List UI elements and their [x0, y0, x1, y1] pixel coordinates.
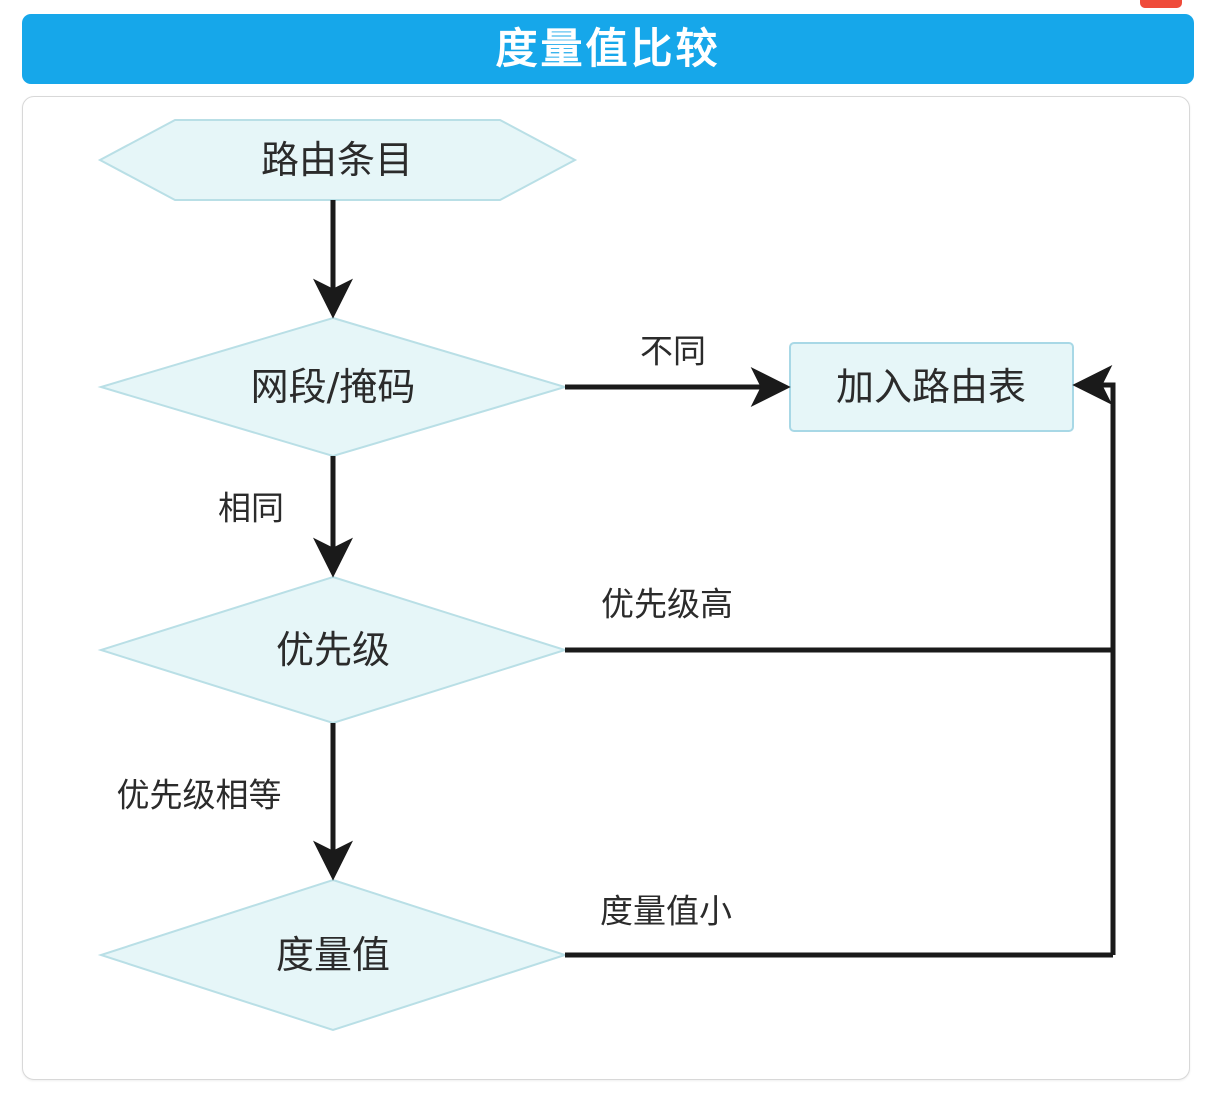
- edge-label-different: 不同: [640, 331, 706, 371]
- edge-label-same: 相同: [218, 488, 284, 528]
- node-label-route-entry: 路由条目: [260, 138, 414, 182]
- node-label-segment-mask: 网段/掩码: [250, 365, 416, 409]
- title-bar: 度量值比较: [22, 14, 1194, 84]
- notification-badge[interactable]: [1140, 0, 1182, 8]
- edge-label-smaller-metric: 度量值小: [600, 891, 732, 931]
- node-label-add-to-routing-table: 加入路由表: [835, 365, 1027, 409]
- edge-label-higher-priority: 优先级高: [601, 584, 733, 624]
- page-title: 度量值比较: [495, 24, 721, 73]
- edge-label-equal-priority: 优先级相等: [116, 775, 282, 815]
- node-label-metric: 度量值: [275, 933, 391, 977]
- node-label-priority: 优先级: [275, 628, 391, 672]
